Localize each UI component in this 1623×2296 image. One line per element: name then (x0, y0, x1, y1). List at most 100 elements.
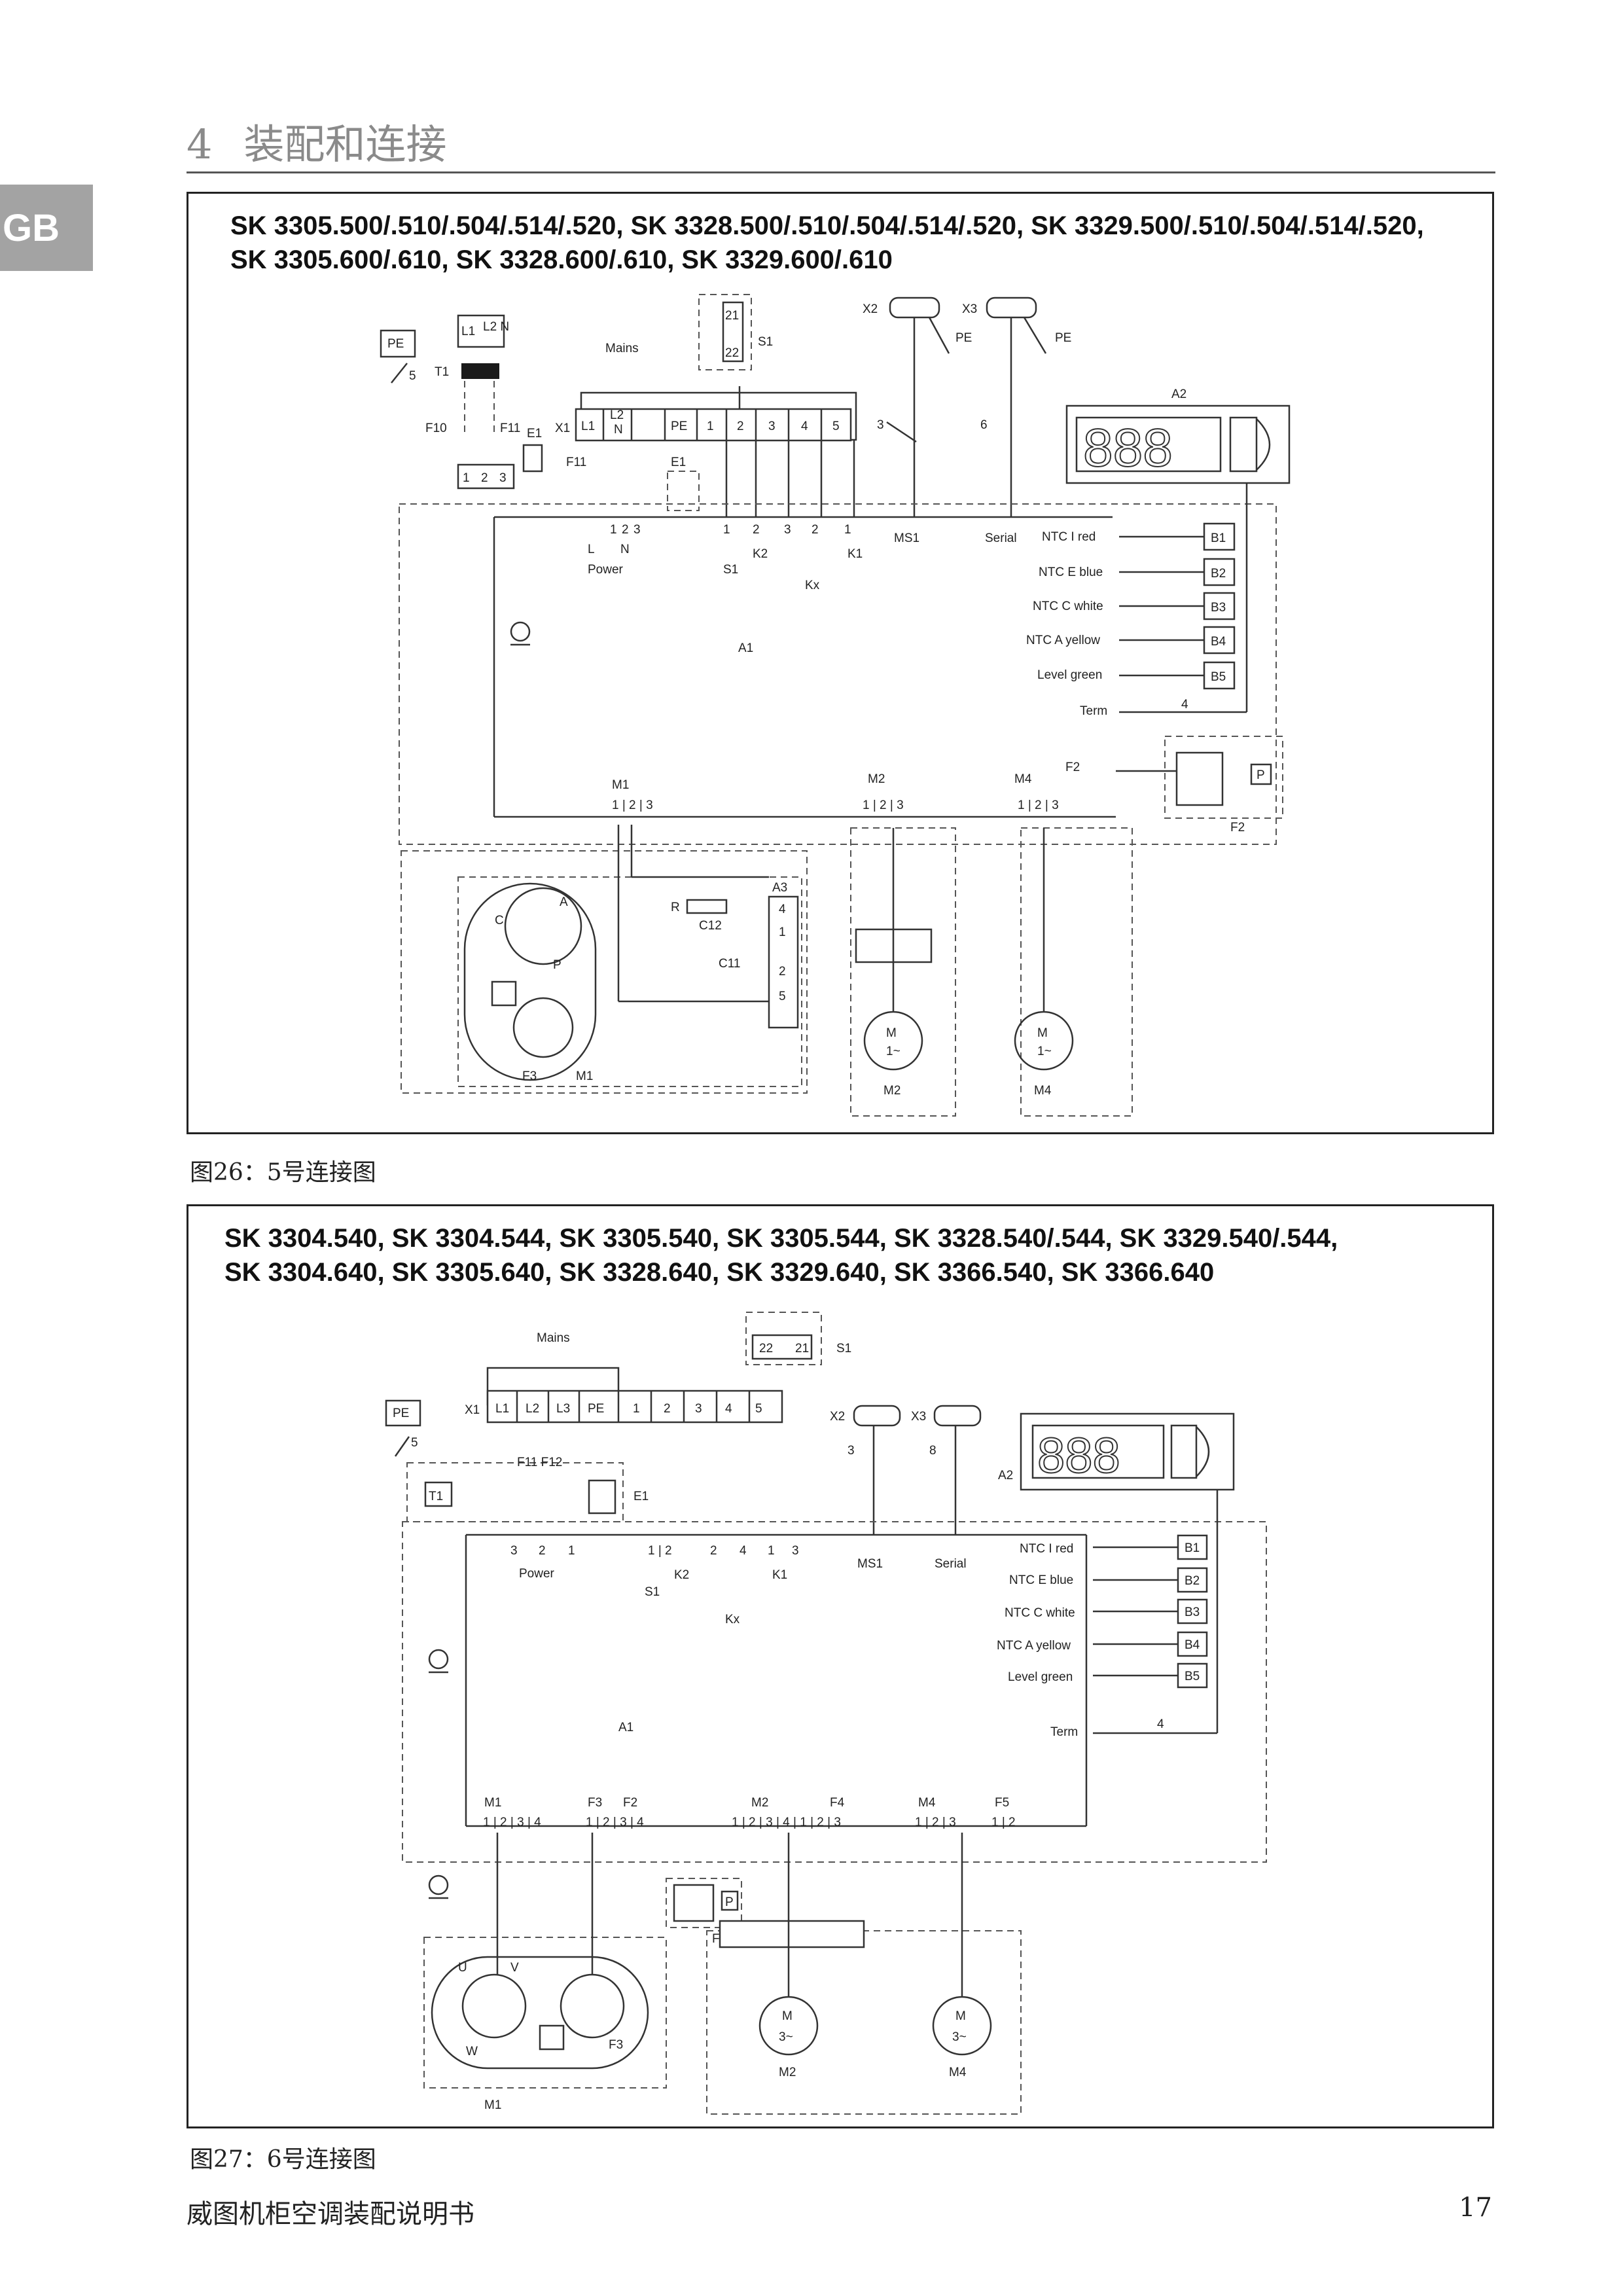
svg-text:2: 2 (539, 1544, 546, 1558)
svg-text:N: N (620, 543, 630, 556)
svg-text:3: 3 (847, 1444, 855, 1458)
svg-text:M4: M4 (918, 1796, 936, 1810)
svg-text:A1: A1 (738, 641, 753, 655)
svg-text:1 | 2 | 3: 1 | 2 | 3 (863, 798, 904, 812)
svg-text:PE: PE (588, 1402, 604, 1416)
svg-text:4: 4 (801, 420, 808, 433)
svg-text:A2: A2 (1171, 387, 1186, 401)
svg-text:Power: Power (588, 563, 624, 577)
svg-text:B4: B4 (1185, 1638, 1200, 1652)
svg-text:U: U (458, 1961, 467, 1975)
svg-text:NTC I red: NTC I red (1042, 530, 1096, 544)
svg-text:1: 1 (633, 1402, 640, 1416)
svg-text:Term: Term (1050, 1725, 1078, 1739)
svg-text:4: 4 (779, 903, 786, 916)
svg-text:1: 1 (723, 523, 730, 537)
svg-text:PE: PE (1055, 331, 1071, 345)
svg-text:21: 21 (725, 309, 739, 323)
svg-text:Power: Power (519, 1567, 555, 1581)
svg-text:3~: 3~ (779, 2030, 793, 2044)
svg-text:F2: F2 (1230, 821, 1245, 834)
svg-text:M2: M2 (883, 1084, 901, 1098)
svg-text:MS1: MS1 (894, 531, 919, 545)
figure-27-title-line1: SK 3304.540, SK 3304.544, SK 3305.540, S… (224, 1224, 1338, 1253)
svg-text:M2: M2 (779, 2066, 796, 2079)
svg-text:1: 1 (463, 471, 470, 485)
svg-text:S1: S1 (723, 563, 738, 577)
svg-text:NTC A yellow: NTC A yellow (1026, 634, 1100, 647)
svg-text:888: 888 (1037, 1428, 1120, 1484)
svg-text:M4: M4 (949, 2066, 967, 2079)
svg-text:F3: F3 (522, 1069, 537, 1083)
svg-text:X2: X2 (830, 1410, 845, 1424)
svg-text:8: 8 (929, 1444, 936, 1458)
svg-text:K1: K1 (847, 547, 863, 561)
svg-text:5: 5 (779, 990, 786, 1003)
svg-text:L2: L2 (610, 408, 624, 422)
svg-text:1: 1 (610, 523, 617, 537)
svg-text:A: A (560, 895, 568, 909)
svg-text:5: 5 (409, 369, 416, 383)
svg-text:F5: F5 (995, 1796, 1009, 1810)
svg-text:M1: M1 (612, 778, 629, 792)
svg-text:1~: 1~ (1037, 1045, 1052, 1058)
svg-text:1 | 2: 1 | 2 (991, 1816, 1016, 1829)
svg-text:5: 5 (411, 1436, 418, 1450)
svg-text:3: 3 (499, 471, 507, 485)
svg-text:M: M (782, 2009, 793, 2023)
svg-text:4: 4 (740, 1544, 747, 1558)
svg-text:M1: M1 (484, 2098, 501, 2112)
svg-text:S1: S1 (758, 335, 773, 349)
svg-text:M: M (1037, 1026, 1048, 1040)
svg-text:NTC E blue: NTC E blue (1039, 565, 1103, 579)
svg-text:B2: B2 (1211, 567, 1226, 581)
svg-text:3: 3 (784, 523, 791, 537)
svg-text:B3: B3 (1185, 1605, 1200, 1619)
svg-text:S1: S1 (836, 1342, 851, 1355)
svg-text:B1: B1 (1185, 1541, 1200, 1555)
svg-text:1~: 1~ (886, 1045, 901, 1058)
svg-text:21: 21 (795, 1342, 809, 1355)
svg-text:Serial: Serial (985, 531, 1017, 545)
svg-text:X2: X2 (863, 302, 878, 316)
svg-text:2: 2 (481, 471, 488, 485)
svg-text:1 | 2 | 3 | 4: 1 | 2 | 3 | 4 (586, 1816, 644, 1829)
svg-text:22: 22 (759, 1342, 773, 1355)
svg-text:L2 N: L2 N (483, 320, 509, 334)
svg-text:M2: M2 (751, 1796, 768, 1810)
svg-text:2: 2 (753, 523, 760, 537)
svg-text:M1: M1 (484, 1796, 501, 1810)
svg-text:F2: F2 (1065, 761, 1080, 774)
svg-text:Mains: Mains (605, 342, 639, 355)
svg-text:N: N (614, 423, 623, 437)
svg-text:L: L (588, 543, 595, 556)
svg-text:A1: A1 (618, 1721, 633, 1734)
svg-text:2: 2 (622, 523, 629, 537)
svg-text:NTC C white: NTC C white (1005, 1606, 1075, 1620)
svg-text:F3: F3 (609, 2038, 623, 2052)
svg-text:F11: F11 (566, 456, 586, 469)
chapter-header: 4 装配和连接 (187, 111, 446, 170)
svg-text:C12: C12 (699, 919, 722, 933)
svg-text:V: V (510, 1961, 519, 1975)
fig27-ntc-list: NTC I red NTC E blue NTC C white NTC A y… (997, 1490, 1219, 1739)
svg-text:NTC A yellow: NTC A yellow (997, 1639, 1071, 1653)
svg-text:M: M (886, 1026, 897, 1040)
svg-text:1 | 2: 1 | 2 (648, 1544, 672, 1558)
svg-text:X1: X1 (555, 422, 570, 435)
svg-text:2: 2 (737, 420, 744, 433)
chapter-number: 4 (187, 120, 213, 168)
svg-text:P: P (553, 958, 562, 972)
svg-text:Level green: Level green (1037, 668, 1102, 682)
figure-27-frame: SK 3304.540, SK 3304.544, SK 3305.540, S… (187, 1204, 1494, 2128)
svg-text:X1: X1 (465, 1403, 480, 1417)
svg-text:4: 4 (725, 1402, 732, 1416)
svg-text:L1: L1 (581, 420, 595, 433)
svg-text:L2: L2 (526, 1402, 539, 1416)
svg-text:1: 1 (568, 1544, 575, 1558)
svg-text:M2: M2 (868, 772, 885, 786)
svg-text:22: 22 (725, 346, 739, 360)
svg-text:6: 6 (980, 418, 988, 432)
chapter-title: 装配和连接 (243, 120, 447, 168)
svg-text:T1: T1 (429, 1490, 443, 1503)
